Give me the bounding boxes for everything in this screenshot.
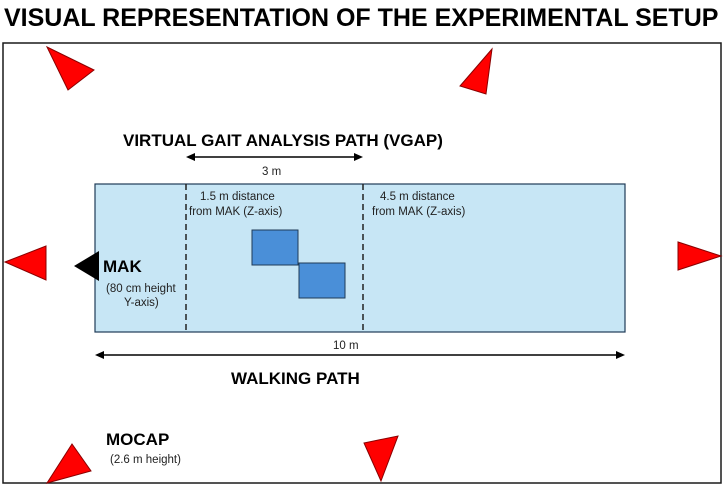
mocap-camera-bottom-right-icon xyxy=(363,435,399,483)
walking-path-label: WALKING PATH xyxy=(231,369,360,388)
mocap-camera-bottom-left-icon xyxy=(45,443,92,484)
vgap-length-label: 3 m xyxy=(262,166,281,178)
vgap-title: VIRTUAL GAIT ANALYSIS PATH (VGAP) xyxy=(123,131,443,150)
footprint-right xyxy=(298,262,346,299)
mocap-camera-right-icon xyxy=(677,241,723,271)
distance-1-5m-label-line1: 1.5 m distance xyxy=(200,191,275,203)
mocap-camera-top-right-icon xyxy=(459,47,493,95)
mak-label: MAK xyxy=(103,257,142,276)
footprint-left xyxy=(251,229,299,266)
mak-height-label-line2: Y-axis) xyxy=(124,297,159,309)
vgap-arrowhead-left xyxy=(186,153,195,161)
walking-path-arrowhead-left xyxy=(95,351,104,359)
distance-1-5m-label-line2: from MAK (Z-axis) xyxy=(189,206,282,218)
vgap-arrowhead-right xyxy=(354,153,363,161)
walking-path-length-label: 10 m xyxy=(333,340,359,352)
mak-sensor-icon xyxy=(74,251,99,281)
walking-path-arrowhead-right xyxy=(616,351,625,359)
diagram-title: VISUAL REPRESENTATION OF THE EXPERIMENTA… xyxy=(4,4,718,32)
distance-4-5m-label-line1: 4.5 m distance xyxy=(380,191,455,203)
mocap-label: MOCAP xyxy=(106,430,169,449)
mocap-camera-left-icon xyxy=(3,245,47,281)
mak-height-label-line1: (80 cm height xyxy=(106,283,176,295)
mocap-camera-top-left-icon xyxy=(45,45,95,91)
walking-area xyxy=(94,183,626,333)
distance-4-5m-label-line2: from MAK (Z-axis) xyxy=(372,206,465,218)
room-border xyxy=(2,42,722,484)
mocap-height-label: (2.6 m height) xyxy=(110,454,181,466)
